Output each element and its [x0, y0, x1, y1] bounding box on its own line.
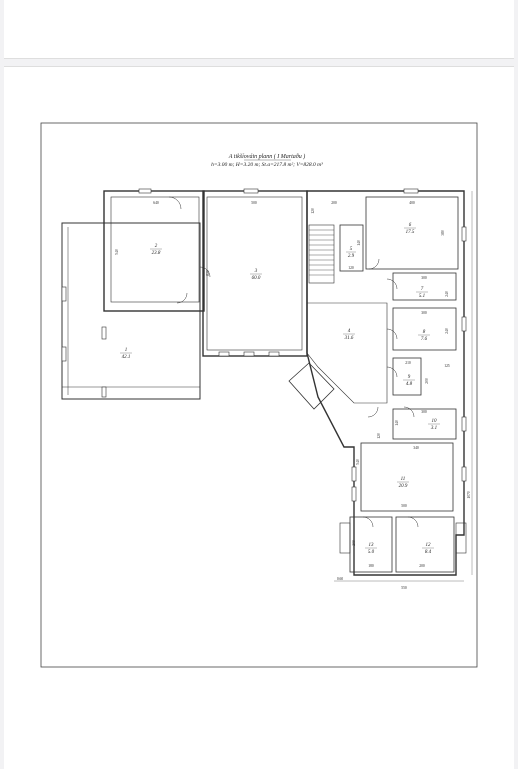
dim-label: 550 [401, 586, 407, 590]
dim-label: 300 [421, 410, 427, 414]
room-1-area: 42.1 [122, 355, 131, 360]
room-1-number: 1 [125, 348, 128, 353]
room-13-number: 13 [369, 543, 375, 548]
room-9-number: 9 [408, 375, 411, 380]
room-4-number: 4 [348, 329, 351, 334]
room-3-number: 3 [255, 269, 258, 274]
building-outline [306, 190, 465, 576]
dim-label: 640 [153, 201, 159, 205]
room-2-area: 23.8 [152, 251, 161, 256]
dim-label: 120 [348, 266, 354, 270]
dim-label: 820 [206, 270, 210, 276]
dim-label: 125 [444, 364, 450, 368]
room-6-area: 17.5 [406, 230, 415, 235]
dim-label: 1070 [467, 491, 471, 498]
room-12-area: 8.4 [425, 550, 432, 555]
document-page: A tikšíováin plann ( I Martaðu ) h=3.00 … [4, 66, 514, 769]
room-12-number: 12 [426, 543, 432, 548]
dim-label: 540 [356, 459, 360, 465]
dim-label: 210 [405, 361, 411, 365]
room-11-area: 20.9 [399, 484, 408, 489]
room-5-outline [339, 224, 364, 272]
room-4-area: 31.6 [345, 336, 354, 341]
room-8-outline [392, 307, 457, 351]
dim-label: 240 [445, 328, 449, 334]
room-5-area: 2.9 [348, 254, 355, 259]
dim-label: 240 [445, 291, 449, 297]
room-4-outline [306, 302, 388, 404]
room-7-number: 7 [421, 287, 424, 292]
dim-label: 300 [421, 276, 427, 280]
dim-label: 200 [419, 564, 425, 568]
stairs [308, 224, 335, 284]
room-11-outline [360, 442, 454, 512]
room-8-number: 8 [423, 330, 426, 335]
dim-label: 200 [425, 378, 429, 384]
room-12-outline [395, 516, 455, 573]
plan-subtitle: h=3.00 m; H=3.20 m; St.a=217.8 m²; V=828… [211, 162, 323, 168]
dim-label: 340 [413, 446, 419, 450]
dim-label: 300 [421, 311, 427, 315]
room-9-outline [392, 357, 422, 396]
dim-label: 400 [409, 201, 415, 205]
room-10-number: 10 [432, 419, 438, 424]
room-9-area: 4.8 [406, 382, 413, 387]
dim-label: 0.60 [337, 577, 343, 581]
previous-page [4, 0, 514, 59]
plan-title: A tikšíováin plann ( I Martaðu ) [228, 153, 306, 160]
room-5-number: 5 [350, 247, 353, 252]
room-7-area: 5.1 [419, 294, 425, 299]
dim-label: 500 [251, 201, 257, 205]
dim-label: 120 [311, 208, 315, 214]
room-13-area: 5.0 [368, 550, 375, 555]
dim-label: 200 [331, 201, 337, 205]
dim-label: 120 [377, 433, 381, 439]
entrance-vestibule [288, 362, 335, 410]
room-7-outline [392, 272, 457, 301]
dim-label: 540 [115, 249, 119, 255]
dim-label: 140 [395, 420, 399, 426]
dim-label: 380 [441, 230, 445, 236]
dim-label: 500 [401, 504, 407, 508]
room-2-number: 2 [155, 244, 158, 249]
room-6-outline [365, 196, 459, 270]
dim-label: 200 [352, 540, 356, 546]
room-10-outline [392, 408, 457, 440]
room-3-area: 60.0 [252, 276, 261, 281]
floor-plan-drawing: A tikšíováin plann ( I Martaðu ) h=3.00 … [40, 122, 478, 668]
dim-label: 180 [368, 564, 374, 568]
room-10-area: 3.1 [431, 426, 437, 431]
room-2-outline [103, 190, 205, 312]
room-6-number: 6 [409, 223, 412, 228]
room-8-area: 7.6 [421, 337, 428, 342]
dim-label: 140 [357, 240, 361, 246]
room-11-number: 11 [401, 477, 406, 482]
drawing-frame [40, 122, 478, 668]
